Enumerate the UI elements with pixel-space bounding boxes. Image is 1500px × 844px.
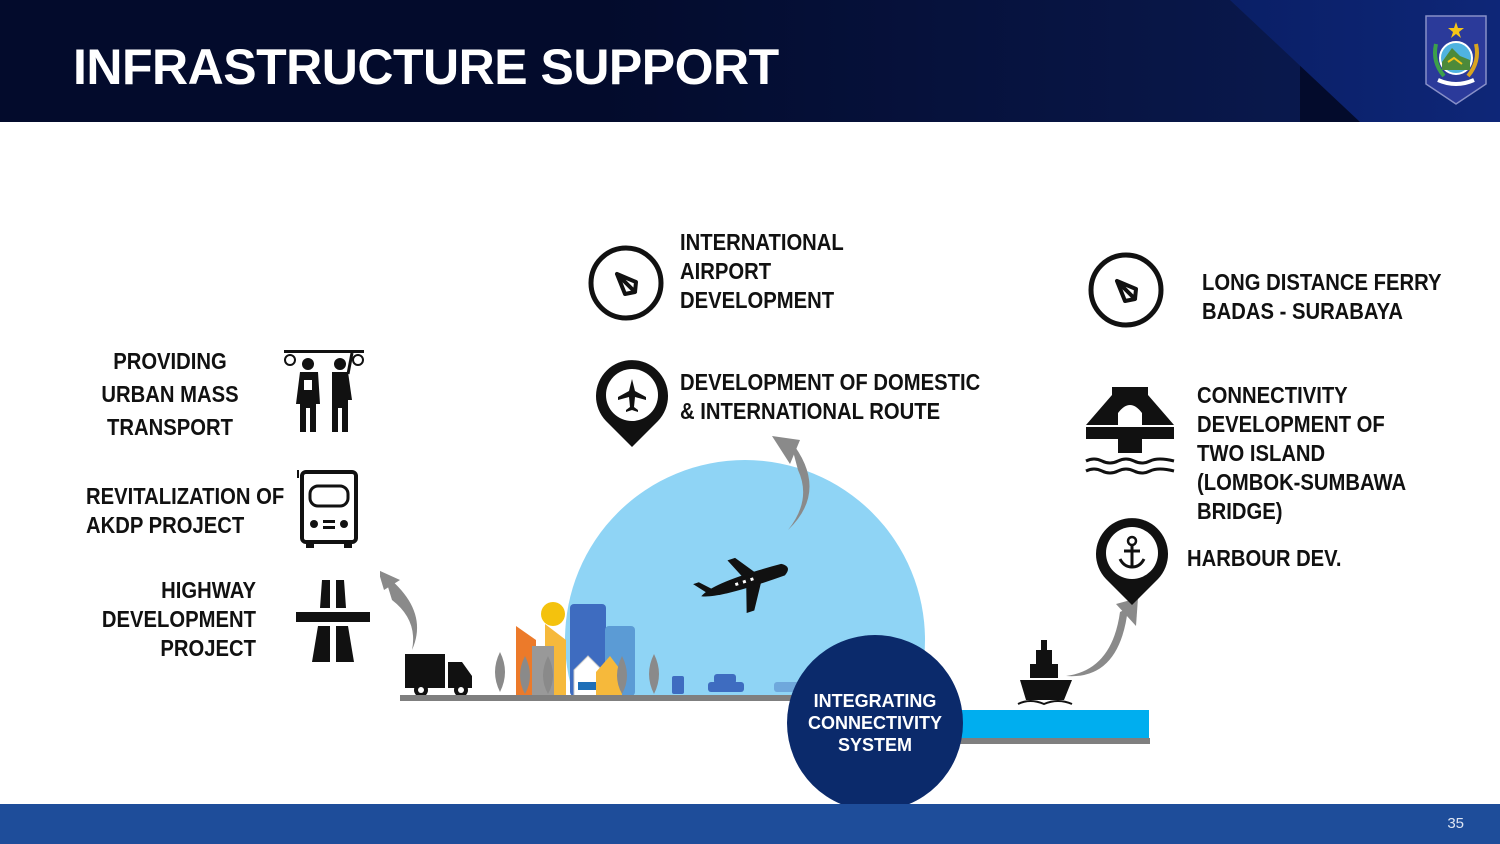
city-skyline xyxy=(516,602,635,697)
province-emblem-logo xyxy=(1425,15,1487,105)
fuel-pump-icon xyxy=(672,676,684,694)
harbour-pin-icon xyxy=(1096,518,1168,605)
truck-icon xyxy=(405,654,472,697)
hub-circle xyxy=(787,635,963,810)
bus-icon xyxy=(297,470,358,548)
ship-icon xyxy=(1017,640,1073,706)
sea-strip xyxy=(955,710,1149,738)
road-line xyxy=(400,695,805,701)
page-number: 35 xyxy=(1447,815,1464,832)
highway-icon xyxy=(296,580,370,662)
tree-icons xyxy=(495,652,659,694)
passengers-holding-rail-icon xyxy=(284,350,364,432)
airplane-icon xyxy=(693,557,788,614)
curved-arrow-icon xyxy=(788,440,810,530)
curved-arrow-icon xyxy=(384,574,418,650)
bridge-icon xyxy=(1085,387,1175,475)
compass-icon xyxy=(1088,252,1164,328)
footer-bar: 35 xyxy=(0,804,1500,844)
header-bar: INFRASTRUCTURE SUPPORT xyxy=(0,0,1500,122)
harbour-label: HARBOUR DEV. xyxy=(1187,545,1342,571)
connectivity-scene xyxy=(380,436,1150,810)
airport-pin-icon xyxy=(596,360,668,447)
car-icon xyxy=(708,674,744,692)
route-label: DEVELOPMENT OF DOMESTIC& INTERNATIONAL R… xyxy=(680,369,981,424)
compass-icon xyxy=(588,245,664,321)
page-title: INFRASTRUCTURE SUPPORT xyxy=(73,39,779,95)
curved-arrow-icon xyxy=(1066,608,1128,677)
